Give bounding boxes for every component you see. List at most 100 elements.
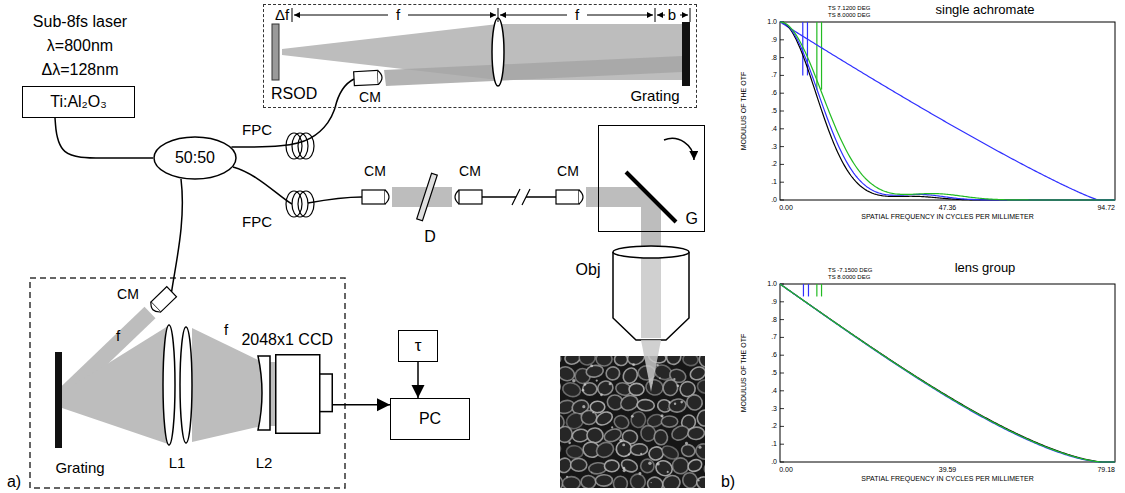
tick-label: .6 <box>771 89 777 97</box>
field-label: TS 8.0000 DEG <box>828 12 870 19</box>
plot-frame <box>780 284 1115 462</box>
part-label: CM <box>117 287 139 302</box>
tick-label: .2 <box>771 161 777 169</box>
tissue-image <box>594 409 614 427</box>
tissue-image <box>562 477 580 488</box>
tissue-image <box>630 443 648 456</box>
tick-label: .1 <box>771 178 777 186</box>
collimator <box>556 190 579 204</box>
collimator <box>148 302 161 315</box>
collimator <box>362 190 583 204</box>
focused-beam <box>641 340 661 392</box>
node-text: 2048x1 CCD <box>241 331 333 349</box>
tick-label: .9 <box>771 36 777 44</box>
tissue-image <box>584 383 587 386</box>
tissue-image <box>590 364 593 367</box>
lens <box>258 356 270 430</box>
tick-mark <box>780 146 784 147</box>
dimension-label: f <box>224 322 228 339</box>
tick-mark <box>780 426 784 427</box>
tissue-image <box>659 377 661 379</box>
tissue-image <box>699 446 702 449</box>
tick-label: 47.36 <box>939 204 957 212</box>
tick-label: .0 <box>771 458 777 466</box>
mtf-curve <box>780 284 1115 462</box>
mtf-curve <box>780 22 1115 200</box>
tick-mark <box>780 337 784 338</box>
plot-frame <box>780 22 1115 200</box>
rsod-optics <box>682 22 690 86</box>
tick-label: 39.59 <box>939 466 957 474</box>
grating <box>55 352 62 448</box>
node-text: PC <box>419 410 441 428</box>
dimension-lines <box>587 15 653 16</box>
tick-mark <box>780 301 784 302</box>
tissue-image <box>596 379 616 398</box>
beam <box>62 326 168 444</box>
tick-mark <box>780 39 784 40</box>
collimator <box>148 287 176 315</box>
mtf-curve <box>780 22 1115 200</box>
delay-box: τ <box>398 330 438 362</box>
mtf-plot <box>780 22 1115 462</box>
field-marker <box>821 22 822 90</box>
tissue-image <box>566 476 568 478</box>
tissue-image <box>582 389 585 392</box>
tissue-image <box>704 363 705 381</box>
tissue-image <box>662 379 679 397</box>
dimension-lines <box>292 8 690 22</box>
tissue-image <box>687 426 704 440</box>
tissue-image <box>653 429 668 445</box>
axis-title: SPATIAL FREQUENCY IN CYCLES PER MILLIMET… <box>861 475 1033 483</box>
fiber-polarization-controller <box>298 191 314 217</box>
lens <box>163 325 175 445</box>
fiber-link <box>231 108 335 147</box>
tissue-image <box>620 457 640 474</box>
collimator <box>455 190 459 204</box>
tissue-image <box>571 458 587 471</box>
node-text: Ti:Al₂O₃ <box>50 93 107 111</box>
dimension-label: b <box>668 7 676 24</box>
tissue-image <box>560 441 563 457</box>
fiber-break <box>512 189 530 205</box>
tick-mark <box>780 111 784 112</box>
tissue-image <box>609 382 612 385</box>
part-label: L2 <box>256 455 273 472</box>
tissue-image <box>686 457 704 473</box>
tick-label: .7 <box>771 334 777 342</box>
tissue-image <box>661 416 677 427</box>
rsod-optics <box>492 18 504 86</box>
sample-arm <box>233 138 694 340</box>
field-label: TS 8.0000 DEG <box>828 274 870 281</box>
spectrometer <box>30 179 345 488</box>
part-label: D <box>424 228 436 246</box>
panel-label: a) <box>7 473 21 491</box>
laser-spec: Δλ=128nm <box>42 61 119 79</box>
tissue-image <box>668 398 687 414</box>
tissue-image <box>668 402 670 404</box>
tick-mark <box>780 355 784 356</box>
tissue-image <box>673 378 675 380</box>
part-label: Grating <box>630 88 679 105</box>
fiber-coupler: 50:50 <box>153 136 237 180</box>
objective <box>613 246 689 340</box>
dimension-lines <box>294 15 388 16</box>
collimator <box>362 190 385 204</box>
tick-label: .7 <box>771 72 777 80</box>
tissue-image <box>586 427 603 443</box>
tick-label: 1.0 <box>767 18 777 26</box>
tick-mark <box>780 408 784 409</box>
tissue-image <box>702 458 705 477</box>
tissue-image <box>602 427 623 444</box>
tissue-image <box>656 462 659 465</box>
galvo-scanner-box: G <box>598 125 705 232</box>
node-text: G <box>686 210 698 228</box>
tick-label: 79.18 <box>1097 466 1115 474</box>
dimension-lines <box>680 15 688 16</box>
panel-label: b) <box>721 473 735 491</box>
rsod-optics <box>272 18 690 108</box>
dimension-lines <box>500 15 567 16</box>
tissue-image <box>656 364 659 367</box>
